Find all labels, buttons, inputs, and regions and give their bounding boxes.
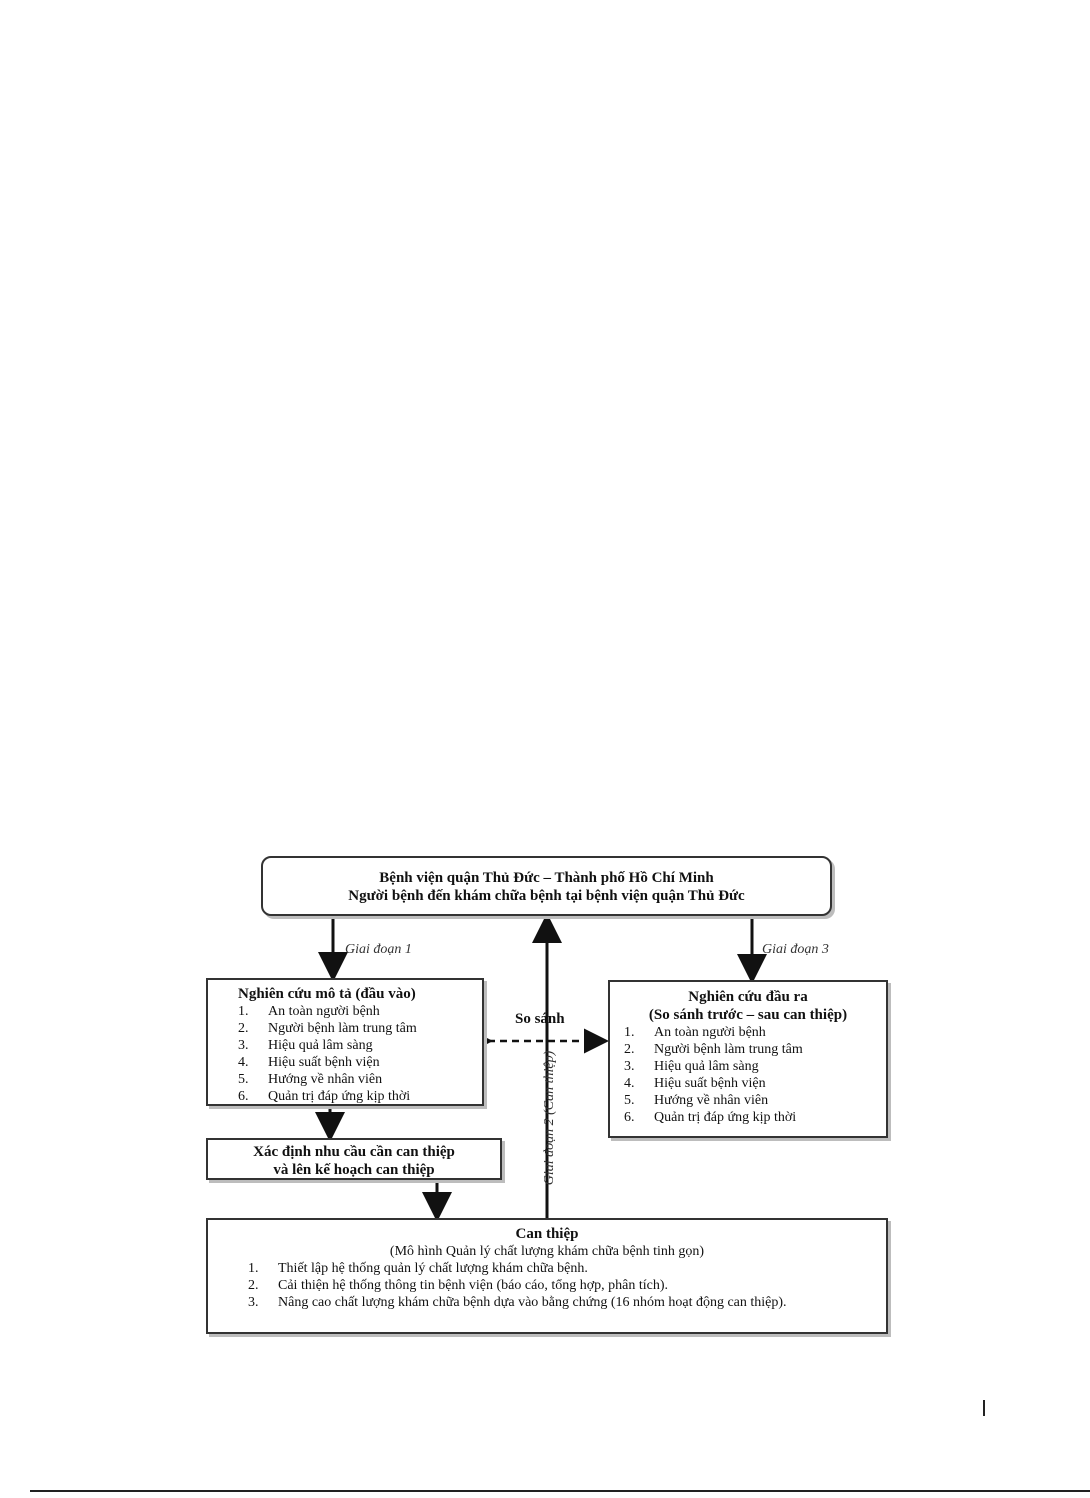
input-study-title: Nghiên cứu mô tả (đầu vào) (238, 986, 416, 1002)
list-item: 4.Hiệu suất bệnh viện (238, 1055, 380, 1070)
output-study-subtitle: (So sánh trước – sau can thiệp) (648, 1007, 848, 1023)
list-item: 5.Hướng về nhân viên (624, 1093, 769, 1108)
intervention-title: Can thiệp (515, 1226, 579, 1242)
list-item: 6.Quản trị đáp ứng kịp thời (624, 1110, 797, 1125)
output-study-title: Nghiên cứu đầu ra (688, 989, 808, 1005)
list-item: 1.An toàn người bệnh (624, 1025, 766, 1040)
output-study-list: 1.An toàn người bệnh 2.Người bệnh làm tr… (624, 1024, 886, 1126)
needs-line-2: và lên kế hoạch can thiệp (273, 1162, 435, 1178)
stage-3-label: Giai đoạn 3 (762, 942, 829, 957)
list-item: 3.Nâng cao chất lượng khám chữa bệnh dựa… (248, 1295, 787, 1310)
list-item: 1.An toàn người bệnh (238, 1004, 380, 1019)
hospital-header-box: Bệnh viện quận Thủ Đức – Thành phố Hồ Ch… (261, 856, 832, 916)
output-study-box: Nghiên cứu đầu ra (So sánh trước – sau c… (608, 980, 888, 1138)
compare-label: So sánh (515, 1011, 565, 1027)
footer-rule (30, 1490, 1090, 1492)
list-item: 2.Người bệnh làm trung tâm (238, 1021, 417, 1036)
stage-1-label: Giai đoạn 1 (345, 942, 412, 957)
list-item: 5.Hướng về nhân viên (238, 1072, 383, 1087)
header-line-2: Người bệnh đến khám chữa bệnh tại bệnh v… (348, 888, 745, 904)
intervention-box: Can thiệp (Mô hình Quản lý chất lượng kh… (206, 1218, 888, 1334)
list-item: 4.Hiệu suất bệnh viện (624, 1076, 766, 1091)
list-item: 2.Người bệnh làm trung tâm (624, 1042, 803, 1057)
input-study-list: 1.An toàn người bệnh 2.Người bệnh làm tr… (238, 1003, 482, 1105)
input-study-box: Nghiên cứu mô tả (đầu vào) 1.An toàn ngư… (206, 978, 484, 1106)
intervention-subtitle: (Mô hình Quản lý chất lượng khám chữa bệ… (389, 1244, 705, 1259)
list-item: 6.Quản trị đáp ứng kịp thời (238, 1089, 411, 1104)
list-item: 3.Hiệu quả lâm sàng (624, 1059, 759, 1074)
list-item: 2.Cải thiện hệ thống thông tin bệnh viện… (248, 1278, 668, 1293)
needs-planning-box: Xác định nhu cầu cần can thiệp và lên kế… (206, 1138, 502, 1180)
page-number-marker (983, 1400, 985, 1416)
list-item: 3.Hiệu quả lâm sàng (238, 1038, 373, 1053)
intervention-list: 1.Thiết lập hệ thống quản lý chất lượng … (248, 1260, 878, 1311)
list-item: 1.Thiết lập hệ thống quản lý chất lượng … (248, 1261, 588, 1276)
needs-line-1: Xác định nhu cầu cần can thiệp (253, 1144, 455, 1160)
header-line-1: Bệnh viện quận Thủ Đức – Thành phố Hồ Ch… (379, 870, 714, 886)
stage-2-label: Giai đoạn 2 (Can thiệp) (542, 1050, 557, 1186)
